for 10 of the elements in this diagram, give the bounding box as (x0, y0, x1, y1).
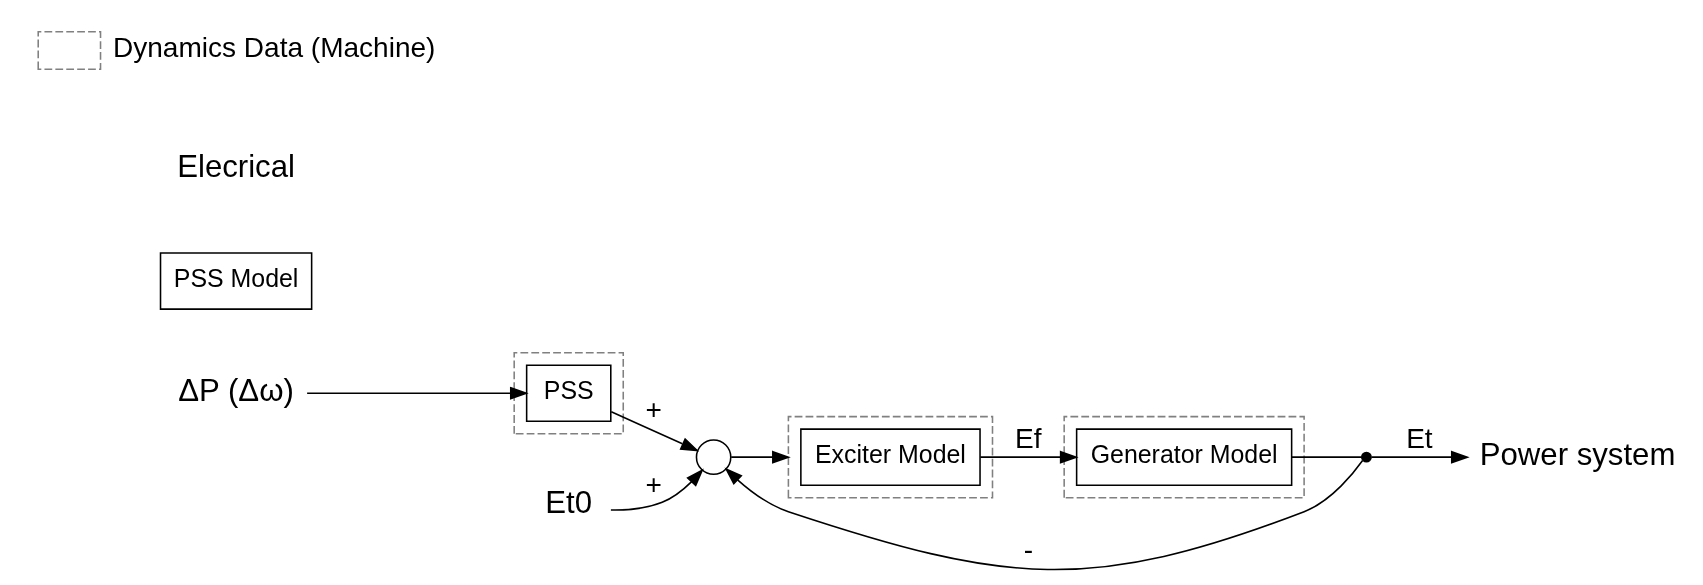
node-text: ΔP (Δω) (178, 372, 294, 408)
label: Elecrical (177, 148, 295, 184)
edge-label: + (645, 468, 662, 500)
node-text: Et0 (545, 484, 593, 520)
edge-label: + (645, 393, 662, 425)
edge-label: Ef (1015, 422, 1042, 454)
legend-label: Dynamics Data (Machine) (113, 31, 436, 63)
edge-label: - (1023, 533, 1034, 565)
node-text: Power system (1479, 436, 1676, 472)
edge-label: Et (1406, 422, 1433, 454)
